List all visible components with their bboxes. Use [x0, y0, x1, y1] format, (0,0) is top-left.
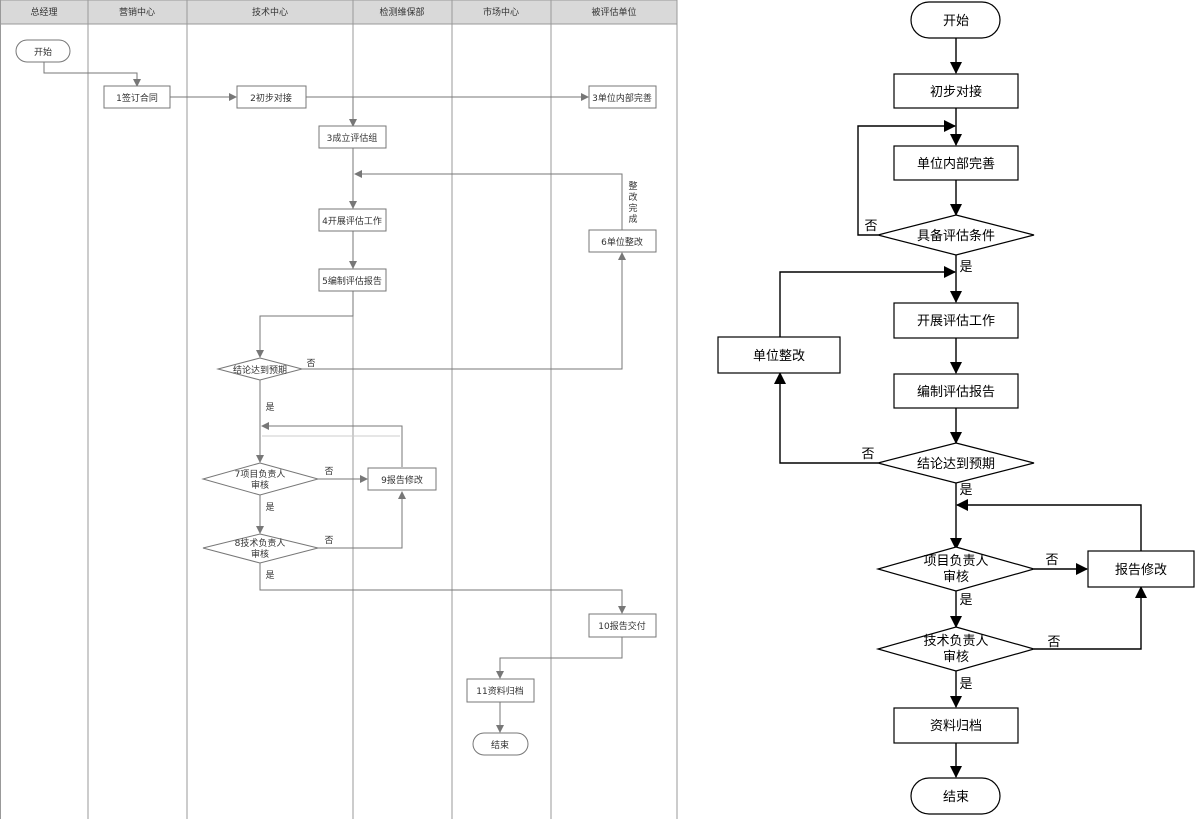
flow-pm-review-decision: 项目负责人 审核	[875, 546, 1037, 592]
sign-contract-label: 1签订合同	[116, 92, 158, 104]
pm-review-decision: 7项目负责人 审核	[201, 462, 320, 496]
flow-report-box: 编制评估报告	[893, 373, 1019, 409]
internal-improve-box: 3单位内部完善	[588, 85, 657, 109]
conclusion-yes-label: 是	[265, 402, 274, 413]
internal-improve-label: 3单位内部完善	[592, 92, 652, 104]
compile-report-label: 5编制评估报告	[322, 275, 382, 287]
flow-condition-label: 具备评估条件	[917, 228, 995, 244]
rectify-box: 6单位整改	[588, 229, 657, 253]
swimlane-connectors	[43, 62, 626, 733]
flow-modify-label: 报告修改	[1115, 563, 1167, 578]
flow-pm-yes: 是	[959, 593, 972, 608]
lane-title: 营销中心	[119, 6, 155, 18]
flow-conclusion-label: 结论达到预期	[917, 457, 995, 472]
start-terminal: 开始	[15, 39, 71, 63]
flow-condition-no: 否	[864, 219, 877, 234]
flow-connectors	[774, 38, 1147, 778]
assessment-work-box: 4开展评估工作	[318, 208, 387, 232]
flow-improve-label: 单位内部完善	[917, 156, 995, 172]
rectify-done-note: 整 改 完 成	[628, 180, 637, 225]
lane-title: 总经理	[30, 6, 57, 18]
tech-review-label-1: 8技术负责人	[235, 537, 286, 549]
lane-title: 技术中心	[252, 6, 288, 18]
flow-modify-box: 报告修改	[1087, 550, 1195, 588]
tech-no-label: 否	[324, 535, 333, 546]
tech-review-decision: 8技术负责人 审核	[202, 533, 319, 564]
flow-work-box: 开展评估工作	[893, 302, 1019, 339]
pm-no-label: 否	[324, 466, 333, 477]
conclusion-label: 结论达到预期	[233, 364, 287, 376]
flow-pm-no: 否	[1045, 553, 1058, 568]
flow-tech-no: 否	[1047, 635, 1060, 650]
flow-tech-yes: 是	[959, 677, 972, 692]
conclusion-no-label: 否	[306, 358, 315, 369]
flow-conclusion-yes: 是	[959, 483, 972, 498]
svg-text:成: 成	[628, 213, 637, 225]
report-deliver-box: 10报告交付	[588, 613, 657, 638]
flow-end-terminal: 结束	[910, 777, 1001, 815]
end-terminal: 结束	[472, 732, 529, 756]
assessment-work-label: 4开展评估工作	[322, 215, 382, 227]
sign-contract-box: 1签订合同	[103, 85, 171, 109]
flow-conclusion-decision: 结论达到预期	[877, 442, 1035, 484]
flow-condition-yes: 是	[959, 260, 972, 275]
flow-work-label: 开展评估工作	[917, 314, 995, 329]
lane-header-bar	[0, 0, 678, 25]
flow-rectify-label: 单位整改	[753, 349, 805, 364]
archive-box: 11资料归档	[466, 678, 535, 703]
flow-tech-review-label-2: 审核	[943, 650, 969, 665]
pm-review-label-1: 7项目负责人	[235, 468, 286, 480]
report-modify-label: 9报告修改	[381, 474, 423, 486]
svg-text:整: 整	[628, 180, 637, 192]
conclusion-decision: 结论达到预期	[216, 357, 304, 381]
flow-tech-review-label-1: 技术负责人	[923, 634, 988, 649]
tech-review-label-2: 审核	[251, 548, 269, 560]
initial-dock-box: 2初步对接	[236, 85, 307, 109]
flow-rectify-box: 单位整改	[717, 336, 841, 374]
flow-pm-review-label-1: 项目负责人	[923, 554, 988, 569]
report-deliver-label: 10报告交付	[598, 620, 645, 632]
form-team-label: 3成立评估组	[327, 132, 378, 144]
initial-dock-label: 2初步对接	[250, 92, 292, 104]
form-team-box: 3成立评估组	[318, 125, 387, 149]
lane-dividers	[0, 0, 678, 819]
start-label: 开始	[34, 46, 52, 58]
tech-yes-label: 是	[265, 570, 274, 581]
swimlane-diagram: 总经理 营销中心 技术中心 检测维保部 市场中心 被评估单位	[0, 0, 678, 819]
compile-report-box: 5编制评估报告	[318, 268, 387, 292]
flow-condition-decision: 具备评估条件	[877, 214, 1035, 256]
simple-flowchart: 开始 初步对接 单位内部完善 具备评估条件 否 是 开展评估工作	[717, 1, 1195, 815]
flow-pm-review-label-2: 审核	[943, 570, 969, 585]
pm-review-label-2: 审核	[251, 479, 269, 491]
end-label: 结束	[491, 739, 509, 751]
flow-dock-label: 初步对接	[930, 84, 982, 100]
flow-dock-box: 初步对接	[893, 73, 1019, 109]
lane-title: 市场中心	[483, 6, 519, 18]
archive-label: 11资料归档	[476, 685, 523, 697]
flow-start-terminal: 开始	[910, 1, 1001, 39]
flow-conclusion-no: 否	[861, 447, 874, 462]
lane-title: 检测维保部	[379, 6, 424, 18]
lane-title: 被评估单位	[591, 6, 636, 18]
report-modify-box: 9报告修改	[367, 467, 437, 491]
flow-start-label: 开始	[943, 14, 969, 29]
lane-headers: 总经理 营销中心 技术中心 检测维保部 市场中心 被评估单位	[30, 6, 636, 18]
pm-yes-label: 是	[265, 502, 274, 513]
flow-improve-box: 单位内部完善	[893, 145, 1019, 181]
flow-tech-review-decision: 技术负责人 审核	[875, 626, 1037, 672]
rectify-label: 6单位整改	[601, 236, 643, 248]
flow-archive-box: 资料归档	[893, 707, 1019, 744]
svg-text:完: 完	[628, 202, 637, 214]
flow-report-label: 编制评估报告	[917, 385, 995, 400]
svg-text:改: 改	[628, 191, 637, 203]
flow-end-label: 结束	[943, 790, 969, 805]
flow-archive-label: 资料归档	[930, 719, 982, 734]
